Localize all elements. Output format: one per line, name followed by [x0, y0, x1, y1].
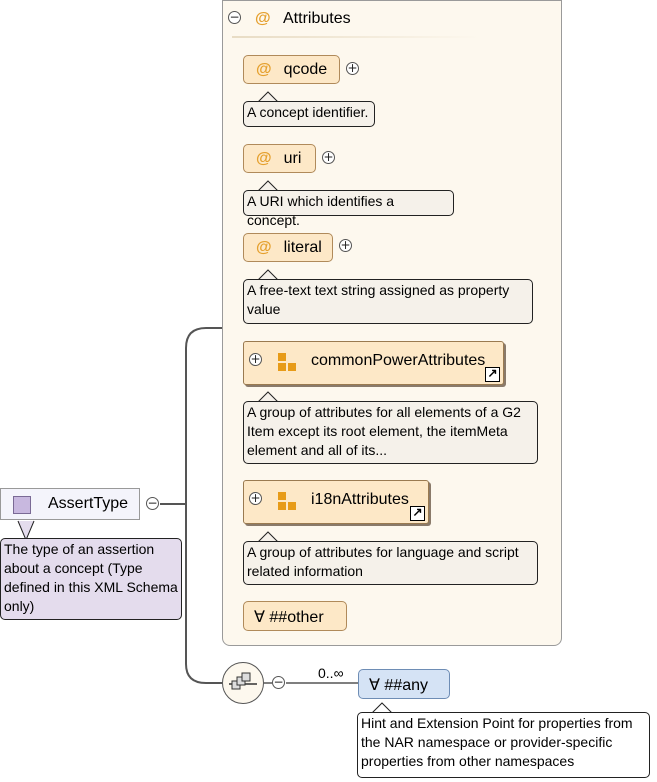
- attribute-annotation: A concept identifier.: [243, 101, 375, 127]
- at-icon: @: [256, 60, 272, 78]
- attribute-name: qcode: [283, 60, 328, 78]
- attribute-group-icon: [278, 353, 298, 373]
- attribute-group-annotation: A group of attributes for all elements o…: [243, 401, 538, 464]
- attribute-name: uri: [283, 149, 302, 167]
- at-icon: @: [256, 149, 272, 167]
- at-icon: @: [256, 238, 272, 256]
- any-element-annotation: Hint and Extension Point for properties …: [357, 712, 650, 778]
- complex-type-box[interactable]: AssertType: [0, 488, 140, 520]
- complex-type-icon: [13, 496, 31, 514]
- plus-circle-icon[interactable]: +: [249, 352, 262, 366]
- minus-circle-icon[interactable]: −: [146, 496, 159, 510]
- attribute-literal[interactable]: @ literal: [243, 233, 333, 262]
- title-divider: [232, 36, 480, 38]
- attribute-group-i18nAttributes[interactable]: + i18nAttributes ↗: [243, 480, 429, 524]
- attribute-group-icon: [278, 492, 298, 512]
- any-attribute-box[interactable]: ∀ ##other: [243, 601, 347, 631]
- cardinality-label: 0..∞: [318, 665, 344, 681]
- at-icon: @: [255, 10, 271, 27]
- attribute-group-name: commonPowerAttributes: [311, 352, 486, 369]
- minus-circle-icon[interactable]: −: [228, 10, 241, 24]
- plus-circle-icon[interactable]: +: [249, 491, 262, 505]
- attribute-uri[interactable]: @ uri: [243, 144, 316, 173]
- complex-type-annotation: The type of an assertion about a concept…: [0, 538, 182, 620]
- attribute-group-name: i18nAttributes: [311, 491, 409, 508]
- complex-type-name: AssertType: [48, 495, 129, 512]
- attribute-annotation: A free-text text string assigned as prop…: [243, 279, 533, 324]
- attribute-group-annotation: A group of attributes for language and s…: [243, 541, 538, 585]
- link-arrow-icon[interactable]: ↗: [410, 506, 425, 521]
- plus-circle-icon[interactable]: +: [346, 61, 359, 75]
- minus-circle-icon[interactable]: −: [272, 675, 285, 689]
- attribute-qcode[interactable]: @ qcode: [243, 55, 340, 84]
- any-element-box[interactable]: ∀ ##any: [358, 669, 450, 699]
- plus-circle-icon[interactable]: +: [322, 150, 335, 164]
- attribute-group-commonPowerAttributes[interactable]: + commonPowerAttributes ↗: [243, 341, 504, 385]
- attribute-name: literal: [283, 238, 322, 256]
- attributes-title: Attributes: [283, 10, 351, 27]
- sequence-icon: [229, 672, 257, 690]
- any-element-label: ∀ ##any: [369, 677, 428, 694]
- any-attribute-label: ∀ ##other: [254, 609, 324, 626]
- plus-circle-icon[interactable]: +: [339, 238, 352, 252]
- link-arrow-icon[interactable]: ↗: [485, 367, 500, 382]
- sequence-compositor[interactable]: [222, 662, 264, 704]
- attribute-annotation: A URI which identifies a concept.: [243, 190, 454, 228]
